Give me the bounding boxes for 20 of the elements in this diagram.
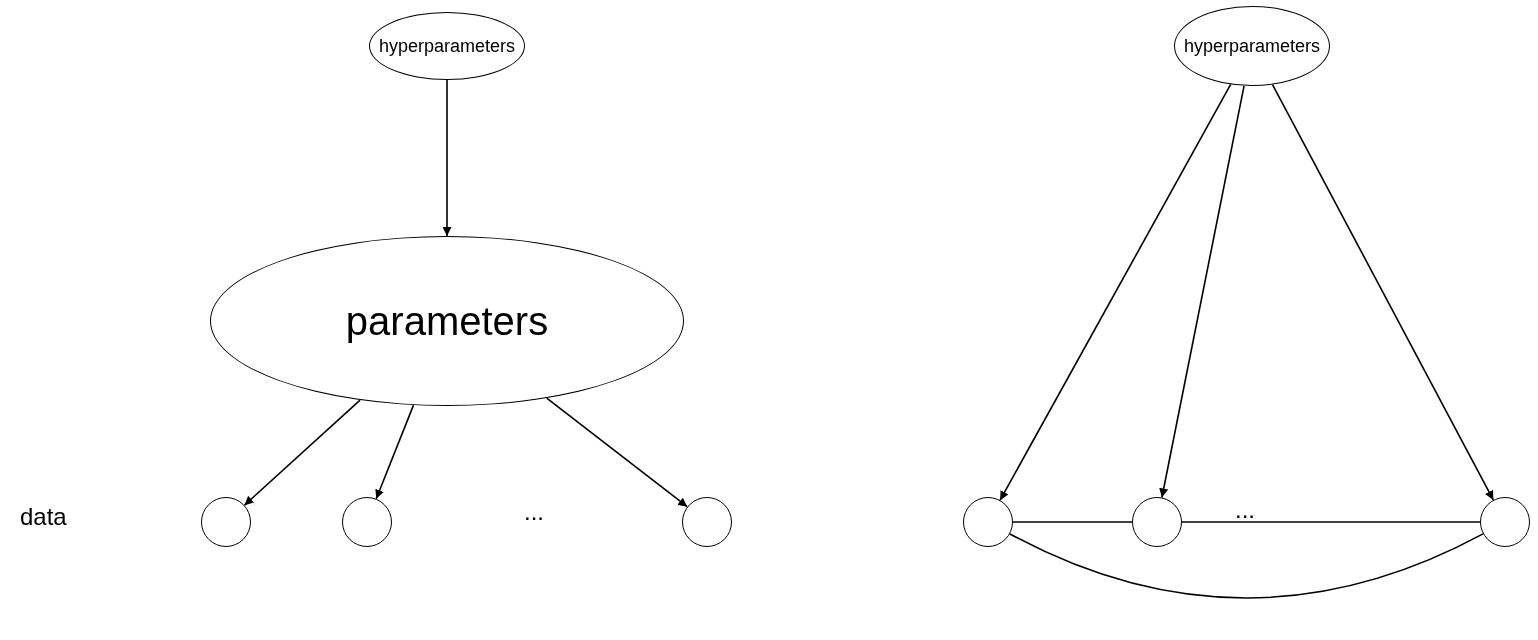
arrow xyxy=(243,399,361,506)
node-label: parameters xyxy=(345,301,549,341)
arrow xyxy=(442,79,452,237)
node-label: hyperparameters xyxy=(1183,37,1321,55)
circle-node xyxy=(1132,497,1182,547)
circle-node xyxy=(201,497,251,547)
arrow xyxy=(375,404,415,500)
circle-node xyxy=(682,497,732,547)
text-label: ... xyxy=(1235,498,1255,522)
circle-node xyxy=(963,497,1013,547)
text-label: ... xyxy=(524,500,544,524)
connector-line xyxy=(1181,521,1481,523)
text-label: data xyxy=(20,505,67,529)
arrow xyxy=(545,397,688,508)
node-label: hyperparameters xyxy=(378,37,516,55)
connector-line xyxy=(1012,521,1133,523)
circle-node xyxy=(1480,497,1530,547)
connector-line xyxy=(1009,533,1484,599)
circle-node xyxy=(342,497,392,547)
arrow xyxy=(1159,85,1245,499)
